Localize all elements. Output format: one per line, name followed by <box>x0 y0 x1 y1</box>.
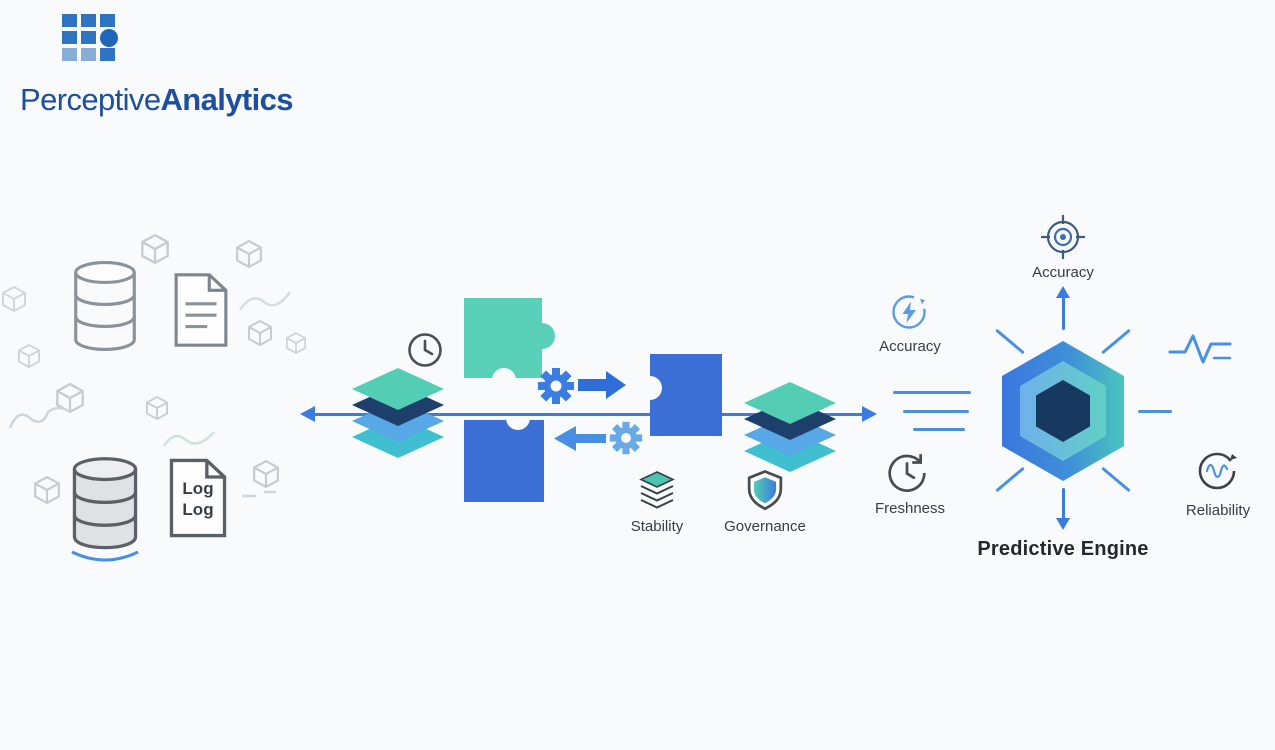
arrow-to-engine-title <box>1062 488 1065 520</box>
governance-label: Governance <box>724 518 806 535</box>
database-icon <box>74 261 136 351</box>
log-file-text: Log Log <box>182 479 214 519</box>
freshness-label: Freshness <box>874 500 946 517</box>
pipeline-flow-line <box>314 413 870 416</box>
puzzle-piece-icon <box>648 354 722 436</box>
gear-icon <box>538 368 574 404</box>
dash-doodle <box>242 490 276 498</box>
clock-refresh-icon <box>888 454 926 492</box>
cube-icon <box>253 460 279 488</box>
layer-stack-icon <box>352 368 444 458</box>
grid-logo-icon <box>62 14 118 61</box>
flow-arrowhead-left <box>300 406 315 422</box>
document-icon <box>174 273 228 347</box>
predictive-engine-title: Predictive Engine <box>977 538 1149 560</box>
cube-icon <box>18 344 40 368</box>
brand-name-regular: Perceptive <box>20 82 161 117</box>
brand-name-bold: Analytics <box>160 82 293 117</box>
arrowhead-up <box>1056 286 1070 298</box>
transform-arrow-left <box>554 426 606 451</box>
squiggle-doodle <box>162 431 215 447</box>
shield-icon <box>747 469 783 511</box>
reliability-label: Reliability <box>1185 502 1251 519</box>
squiggle-doodle <box>238 291 292 311</box>
cube-icon <box>34 476 60 504</box>
gear-icon <box>609 421 643 455</box>
stability-label: Stability <box>630 518 684 535</box>
arrowhead-down <box>1056 518 1070 530</box>
cube-icon <box>236 240 262 268</box>
underline-arc <box>71 550 139 562</box>
hexagon-core-icon <box>1002 341 1124 481</box>
speed-line <box>903 410 969 413</box>
cube-icon <box>2 286 26 312</box>
brand-wordmark: PerceptiveAnalytics <box>20 82 294 118</box>
log-file-icon: Log Log <box>166 456 230 540</box>
squiggle-doodle <box>8 406 71 429</box>
cube-icon <box>248 320 272 346</box>
accuracy-side-label: Accuracy <box>879 338 941 355</box>
cube-icon <box>146 396 168 420</box>
flow-arrowhead-right <box>862 406 877 422</box>
accuracy-top-label: Accuracy <box>1032 264 1094 281</box>
puzzle-piece-icon <box>464 298 555 380</box>
layer-stack-icon <box>744 382 836 472</box>
speed-line <box>913 428 965 431</box>
waveform-refresh-icon <box>1198 452 1237 490</box>
cube-icon <box>141 234 169 264</box>
ray-right <box>1138 410 1172 413</box>
cube-icon <box>286 332 306 354</box>
arrow-to-accuracy <box>1062 296 1065 330</box>
lightning-refresh-icon <box>892 295 926 329</box>
pulse-icon <box>1168 334 1232 364</box>
speed-line <box>893 391 971 394</box>
clock-icon <box>408 333 442 367</box>
target-icon <box>1041 215 1085 259</box>
database-icon <box>72 457 138 550</box>
puzzle-piece-icon <box>464 418 544 502</box>
transform-arrow-right <box>578 371 626 399</box>
layer-stack-mini-icon <box>639 471 675 509</box>
